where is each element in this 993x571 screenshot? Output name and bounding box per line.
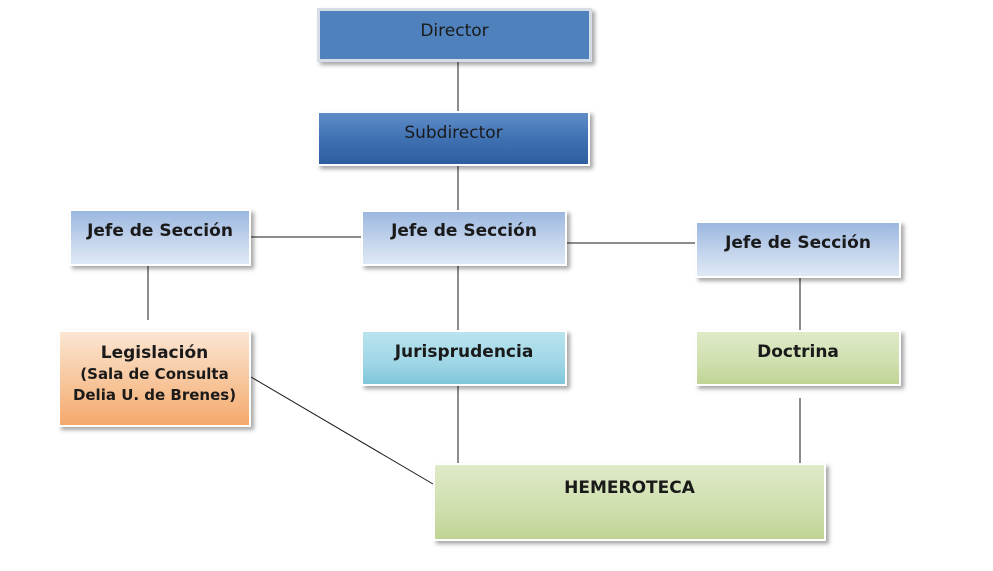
legislacion-box: Legislación (Sala de Consulta Delia U. d…	[58, 330, 251, 427]
legislacion-label: Legislación	[100, 343, 209, 363]
jefe-seccion-center-box: Jefe de Sección	[361, 210, 567, 266]
legislacion-sub-label-1: (Sala de Consulta	[80, 365, 229, 383]
hemeroteca-box: HEMEROTECA	[433, 463, 826, 541]
jefe-seccion-right-label: Jefe de Sección	[725, 233, 871, 253]
hemeroteca-label: HEMEROTECA	[564, 478, 695, 498]
subdirector-label: Subdirector	[404, 123, 503, 143]
jefe-seccion-left-box: Jefe de Sección	[69, 209, 251, 266]
jefe-seccion-left-label: Jefe de Sección	[87, 221, 233, 241]
jefe-seccion-center-label: Jefe de Sección	[391, 221, 537, 241]
subdirector-box: Subdirector	[317, 111, 590, 166]
jurisprudencia-box: Jurisprudencia	[361, 330, 567, 386]
director-label: Director	[420, 21, 489, 41]
legislacion-sub-label-2: Delia U. de Brenes)	[72, 386, 237, 404]
doctrina-box: Doctrina	[695, 330, 901, 386]
director-box: Director	[317, 8, 592, 62]
jefe-seccion-right-box: Jefe de Sección	[695, 221, 901, 278]
doctrina-label: Doctrina	[757, 342, 839, 362]
connector-legislacion-hemeroteca	[250, 376, 434, 485]
jurisprudencia-label: Jurisprudencia	[394, 342, 534, 362]
